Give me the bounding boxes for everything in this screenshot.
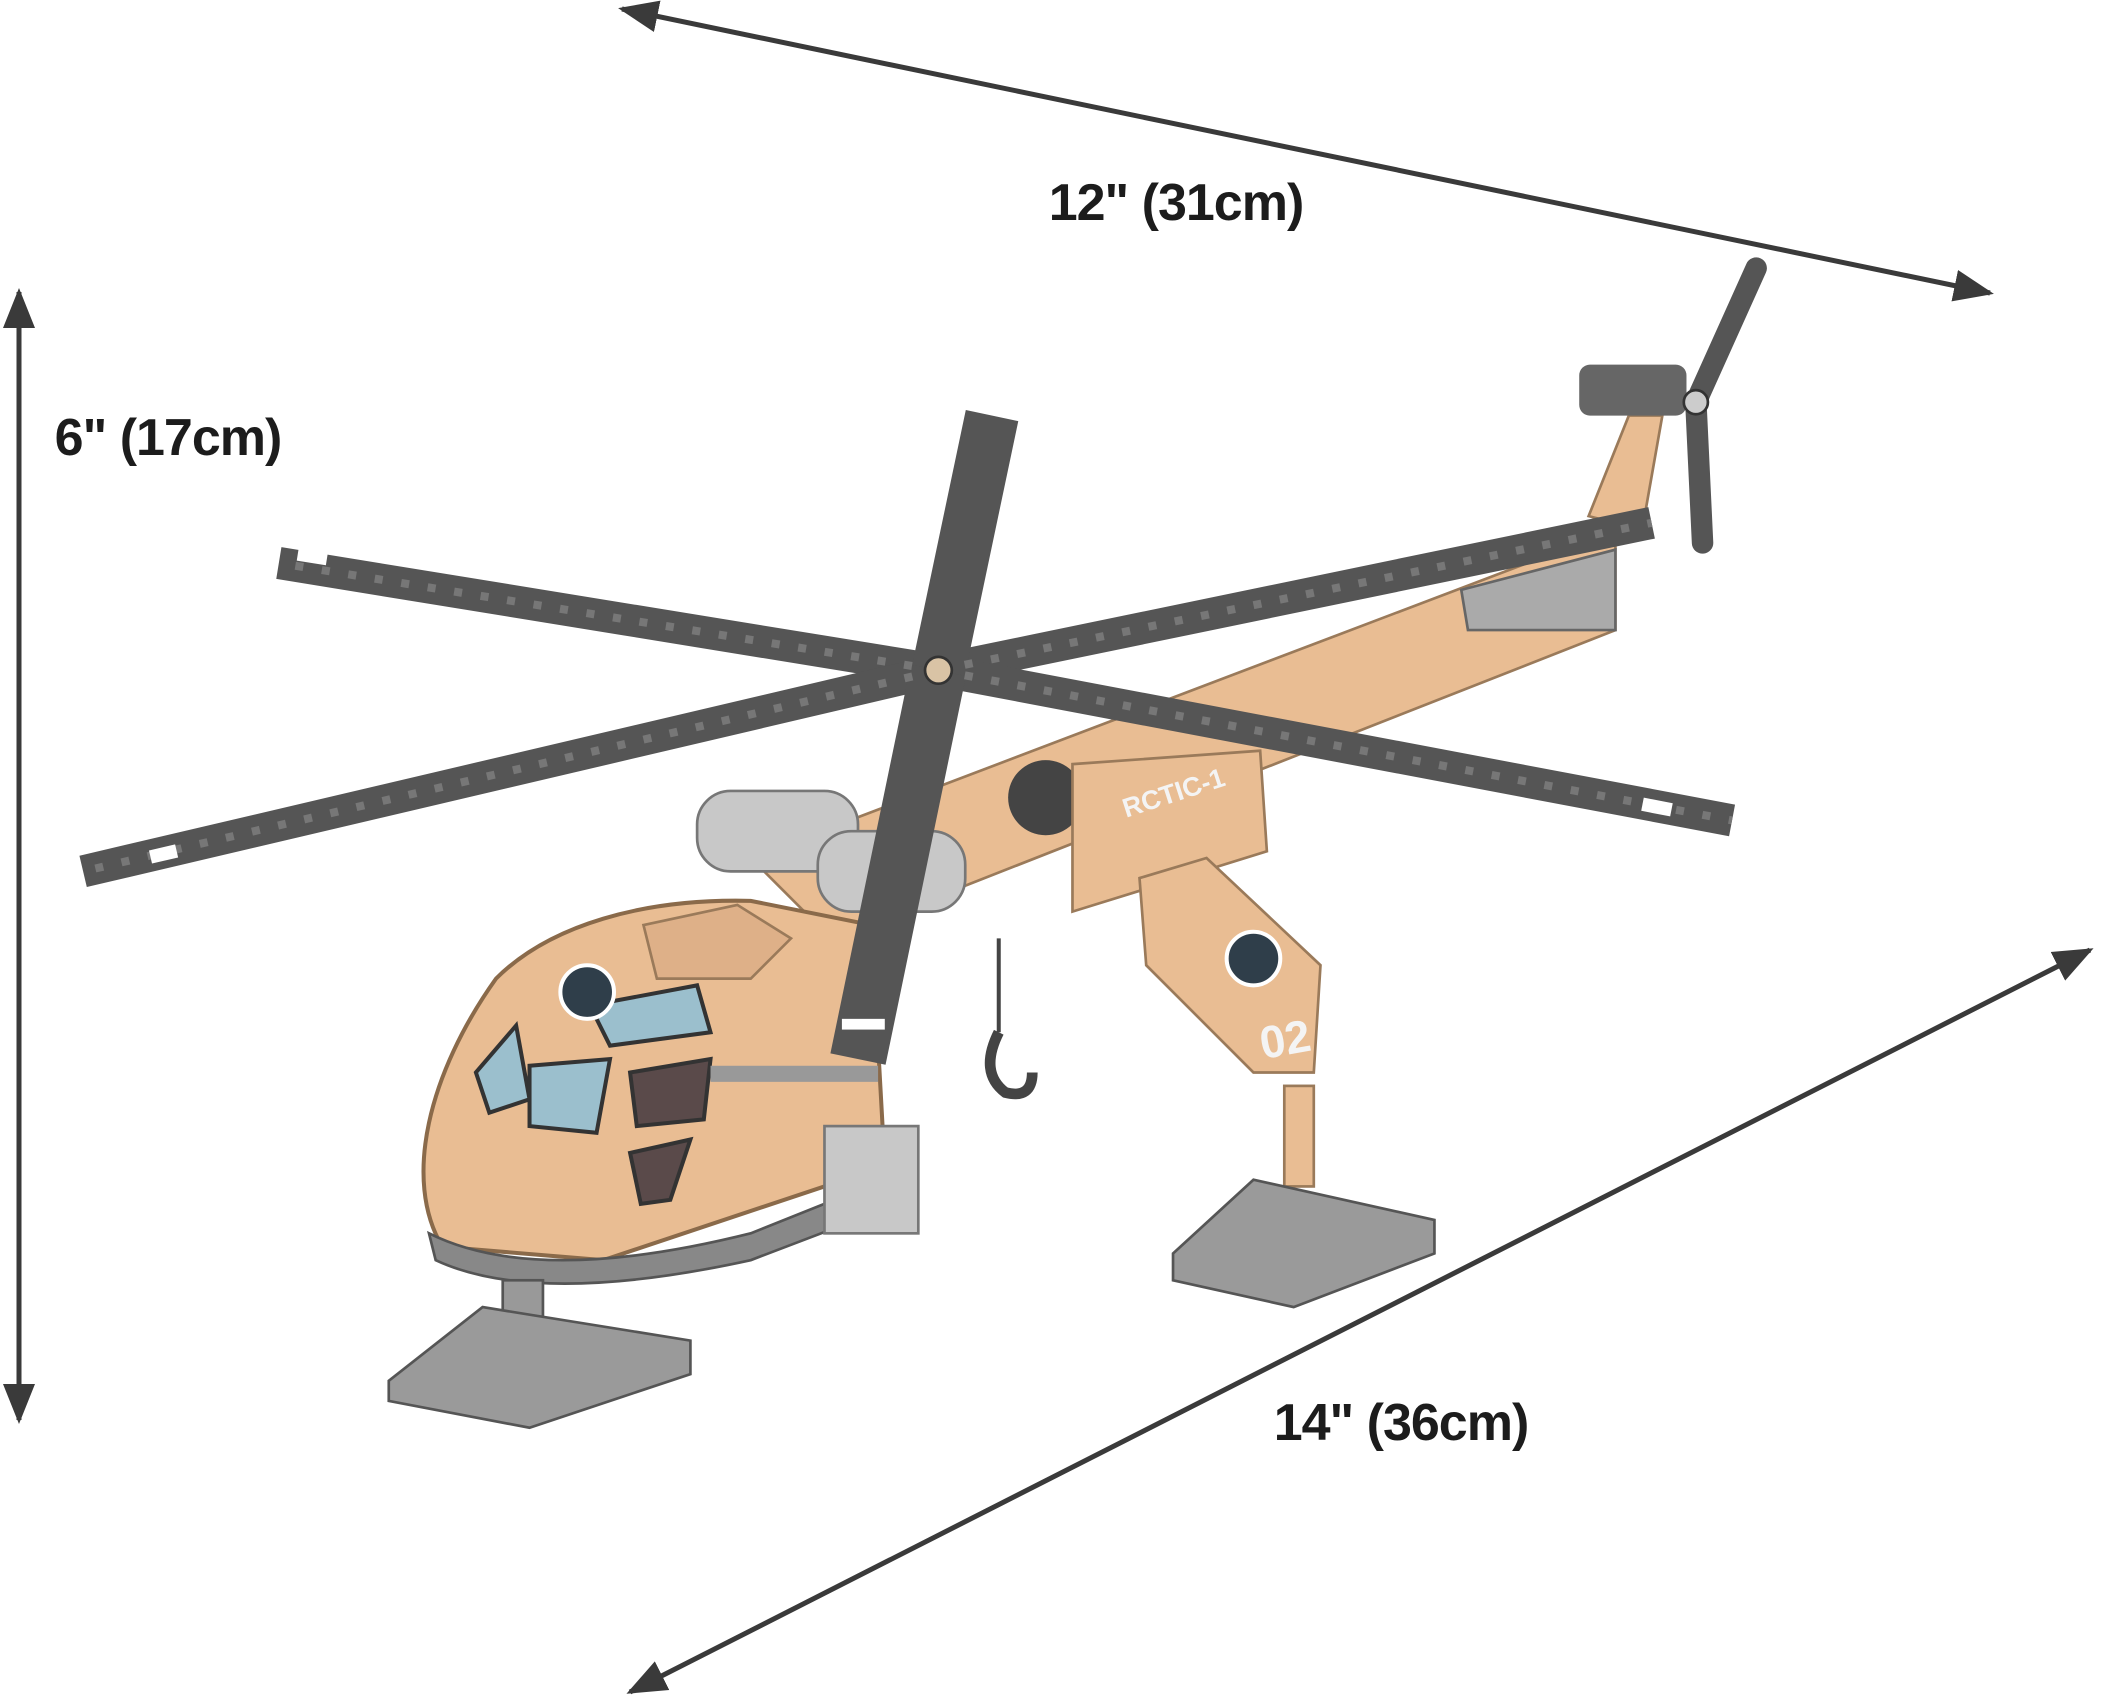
tail-rotor [1579, 257, 1767, 554]
helicopter-image: RCTIC-1 02 [79, 257, 1767, 1430]
rear-skid [1171, 1178, 1436, 1309]
length-arrow [618, 0, 1994, 302]
height-label: 6" (17cm) [55, 409, 282, 467]
length-label: 12" (31cm) [1049, 174, 1304, 232]
main-rotor [79, 410, 1736, 1065]
front-skid [387, 1305, 692, 1430]
width-arrow [626, 947, 2094, 1695]
number-decal: 02 [1256, 1010, 1315, 1069]
width-label: 14" (36cm) [1274, 1394, 1529, 1452]
